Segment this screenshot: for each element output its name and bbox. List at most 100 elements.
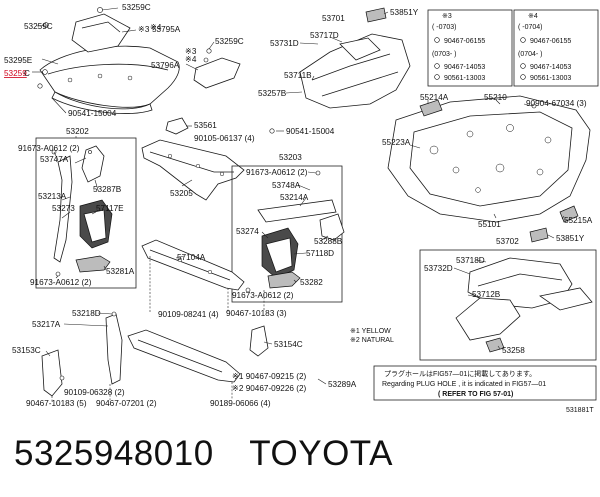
label-53289a: 53289A — [328, 380, 357, 389]
label-91673-a: 91673-A0612 (2) — [18, 144, 80, 153]
label-53205: 53205 — [170, 189, 193, 198]
label-53154c: 53154C — [274, 340, 303, 349]
label-53213a: 53213A — [38, 192, 67, 201]
caption-part-number: 5325948010 — [14, 434, 214, 473]
label-90105: 90105-06137 (4) — [194, 134, 255, 143]
caption-brand: TOYOTA — [249, 434, 393, 473]
hood-lock-support-left — [51, 145, 113, 277]
label-53287b: 53287B — [93, 185, 122, 194]
label-53561: 53561 — [194, 121, 217, 130]
label-53273: 53273 — [52, 204, 75, 213]
label-57104a: 57104A — [177, 253, 206, 262]
label-53203: 53203 — [279, 153, 302, 162]
variant-left-r4: 90467-14053 — [444, 64, 485, 71]
label-53259-c-suffix: C — [24, 69, 30, 78]
parts-diagram: 53259C 53259C 53795A ※3 ※4 53295E 53259 … — [4, 3, 599, 414]
bracket-53153c[interactable] — [41, 349, 63, 397]
variant-left-r5: 90561-13003 — [444, 75, 485, 82]
variant-right-r5: 90561-13003 — [530, 75, 571, 82]
label-90109-b: 90109-06328 (2) — [64, 388, 125, 397]
hood-lock-support-53205[interactable] — [141, 139, 245, 201]
lower-reinforcement-53289a[interactable] — [127, 329, 241, 383]
label-90467-d: ※1 90467-09215 (2) — [232, 372, 307, 381]
label-53257b: 53257B — [258, 89, 287, 98]
variant-right-r2: 90467-06155 — [530, 38, 571, 45]
label-91673-d: 91673-A0612 (2) — [232, 291, 294, 300]
label-53712b: 53712B — [472, 290, 501, 299]
bracket-53851y-mid[interactable] — [529, 227, 549, 243]
variant-right-r3: (0704- ) — [518, 51, 543, 58]
label-53214a: 53214A — [280, 193, 309, 202]
label-90541-right: 90541-15004 — [286, 127, 335, 136]
label-53281a: 53281A — [106, 267, 135, 276]
label-53259-highlighted[interactable]: 53259 — [4, 69, 27, 78]
label-53731d: 53731D — [270, 39, 299, 48]
figure-code: 531881T — [566, 407, 594, 414]
label-53274: 53274 — [236, 227, 259, 236]
label-55210: 55210 — [484, 93, 507, 102]
hood-lock-bracket-53287b[interactable] — [81, 145, 105, 183]
seal-53561[interactable] — [165, 117, 189, 135]
box-53202 — [35, 137, 137, 289]
label-90467-c: 90467-07201 (2) — [96, 399, 157, 408]
label-53282: 53282 — [300, 278, 323, 287]
dash-panel-insulator-55223a[interactable] — [409, 111, 573, 207]
label-53732d: 53732D — [424, 264, 453, 273]
label-53153c: 53153C — [12, 346, 41, 355]
variant-left-r3: (0703- ) — [432, 51, 457, 58]
part-caption: 5325948010 TOYOTA — [14, 434, 419, 474]
legend-yellow: ※1 YELLOW — [350, 328, 391, 335]
label-53218d: 53218D — [72, 309, 101, 318]
mark-4-53796a: ※4 — [185, 55, 197, 64]
dash-seal-55214a[interactable] — [419, 99, 443, 117]
label-91673-c: 91673-A0612 (2) — [246, 168, 308, 177]
plug-hole-note-box — [373, 365, 597, 401]
label-53748a: 53748A — [272, 181, 301, 190]
variant-right-r4: 90467-14053 — [530, 64, 571, 71]
label-53851y-mid: 53851Y — [556, 234, 585, 243]
label-90189: 90189-06066 (4) — [210, 399, 271, 408]
label-90467-e: ※2 90467-09226 (2) — [232, 384, 307, 393]
label-55214a: 55214A — [420, 93, 449, 102]
label-53795a: 53795A — [152, 25, 181, 34]
label-53718d: 53718D — [456, 256, 485, 265]
label-91673-b: 91673-A0612 (2) — [30, 278, 92, 287]
mark-3-53796a: ※3 — [185, 47, 197, 56]
label-90467-b: 90467-10183 (5) — [26, 399, 87, 408]
apron-member-53712b[interactable] — [455, 297, 521, 341]
label-53851y-top: 53851Y — [390, 8, 419, 17]
seal-53281a[interactable] — [75, 255, 111, 273]
label-53747a: 53747A — [40, 155, 69, 164]
label-53796a: 53796A — [151, 61, 180, 70]
legend-natural: ※2 NATURAL — [350, 337, 394, 344]
bracket-53154c[interactable] — [249, 325, 269, 357]
hood-lock-brace-53214a[interactable] — [257, 199, 337, 223]
label-55223a: 55223A — [382, 138, 411, 147]
variant-left-r2: 90467-06155 — [444, 38, 485, 45]
hood-lock-bracket-53288b[interactable] — [319, 213, 345, 241]
label-90904: 90904-67034 (3) — [526, 99, 587, 108]
dash-seal-55215a[interactable] — [559, 205, 579, 223]
label-53717d: 53717D — [310, 31, 339, 40]
label-53295e: 53295E — [4, 56, 33, 65]
variant-left-mark: ※3 — [442, 13, 452, 20]
note-refer: ( REFER TO FIG 57-01) — [438, 391, 513, 398]
variant-left-r1: ( -0703) — [432, 24, 457, 31]
label-57118d: 57118D — [306, 249, 334, 258]
bracket-53851y-top[interactable] — [365, 7, 387, 23]
radiator-support-57104a[interactable] — [141, 239, 245, 291]
cowl-bracket-53795a[interactable] — [71, 13, 131, 53]
label-53711b: 53711B — [284, 71, 312, 80]
cowl-bracket-53796a[interactable] — [193, 57, 241, 89]
label-53259c-mid: 53259C — [24, 22, 53, 31]
label-53702: 53702 — [496, 237, 519, 246]
label-53259c-top: 53259C — [122, 3, 151, 12]
variant-table-right: ※4 ( -0704) 90467-06155 (0704- ) 90467-1… — [513, 9, 599, 87]
note-english: Regarding PLUG HOLE , it is indicated in… — [382, 381, 546, 388]
support-53217a[interactable] — [105, 313, 123, 385]
variant-table-left: ※3 ( -0703) 90467-06155 (0703- ) 90467-1… — [427, 9, 513, 87]
cowl-top-panel-rim — [51, 91, 153, 114]
label-53288b: 53288B — [314, 237, 343, 246]
hood-lock-brace-53213a[interactable] — [53, 155, 73, 263]
mark-3-53795a: ※3 — [138, 25, 150, 34]
